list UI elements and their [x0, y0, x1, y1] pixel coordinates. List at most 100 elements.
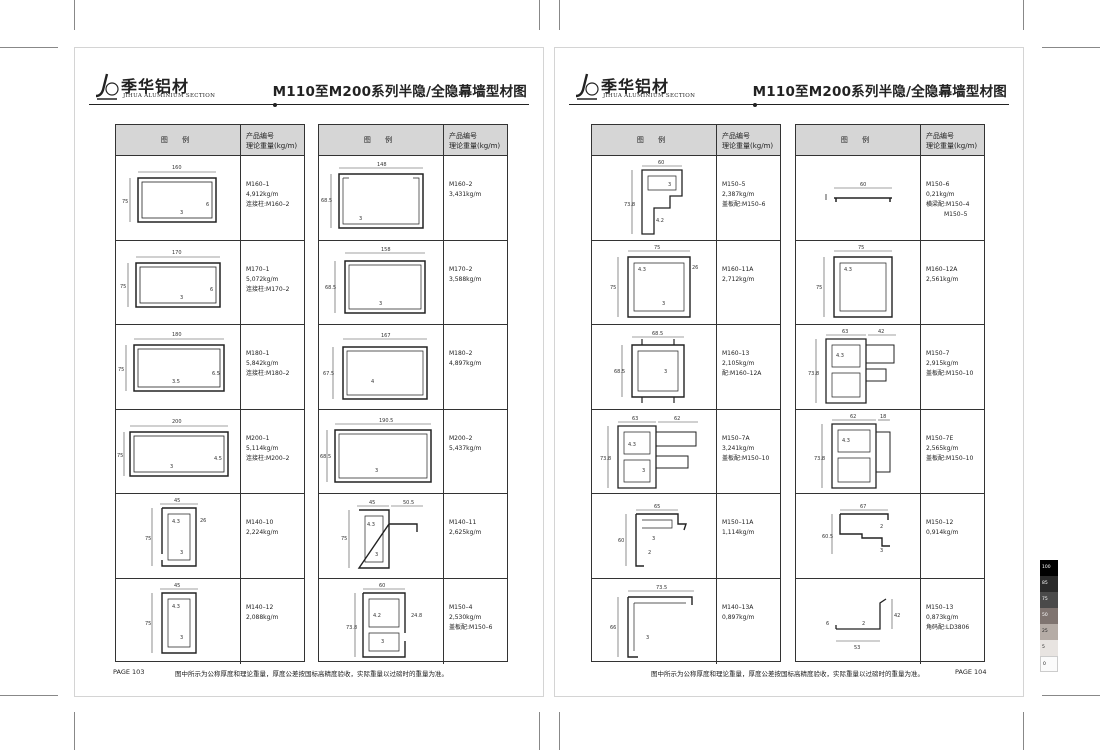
svg-text:60: 60 [860, 182, 866, 188]
product-weight: 3,241kg/m [722, 444, 755, 452]
product-weight: 5,842kg/m [246, 360, 279, 368]
svg-text:75: 75 [654, 245, 660, 251]
product-info: M150–6 0,21kg/m 横梁配:M150–4 M150–5 [926, 180, 984, 220]
product-info: M150–7A 3,241kg/m 盖板配:M150–10 [722, 434, 780, 464]
product-info: M150–5 2,387kg/m 盖板配:M150–6 [722, 180, 780, 210]
product-code: M150–4 [449, 603, 473, 611]
footer-note: 图中所示为公称厚度和理论重量，厚度公差按国标高精度验收，实际重量以过磅时的重量为… [651, 670, 924, 678]
product-weight: 0,914kg/m [926, 529, 959, 537]
product-code: M150–7A [722, 434, 750, 442]
svg-text:4.3: 4.3 [638, 267, 646, 273]
profile-table: 图 例 产品编号理论重量(kg/m) 160 75 6 3 M160–1 4,9 [115, 124, 305, 664]
table-row: 53 42 6 2 M150–13 0,873kg/m 角码配:LD3806 [796, 578, 984, 664]
product-weight: 5,072kg/m [246, 275, 279, 283]
product-note: 横梁配:M150–4 [926, 201, 970, 208]
svg-text:73.8: 73.8 [600, 456, 611, 462]
svg-text:75: 75 [816, 285, 822, 291]
svg-text:6: 6 [210, 287, 213, 293]
svg-text:2: 2 [880, 524, 883, 530]
svg-text:75: 75 [341, 536, 347, 542]
svg-text:45: 45 [174, 498, 180, 504]
product-note: 盖板配:M150–10 [926, 454, 974, 462]
product-weight: 4,912kg/m [246, 191, 279, 198]
brand-name: 季华铝材 [121, 77, 190, 96]
svg-text:65: 65 [654, 504, 660, 510]
svg-text:148: 148 [377, 162, 387, 168]
profile-table: 图 例 产品编号理论重量(kg/m) 60 M150–6 0,21kg/m 横梁… [795, 124, 985, 664]
svg-text:3: 3 [375, 552, 378, 558]
product-weight: 3,431kg/m [449, 191, 482, 198]
profile-drawing: 158 68.5 3 [319, 240, 444, 325]
profile-section-icon: 158 68.5 3 [325, 247, 426, 314]
product-weight: 2,625kg/m [449, 529, 482, 537]
page-header: 季华铝材 JIHUA ALUMINIUM SECTION M110至M200系列… [89, 73, 529, 107]
product-code: M160–2 [449, 181, 473, 188]
page-header: 季华铝材 JIHUA ALUMINIUM SECTION M110至M200系列… [569, 73, 1009, 107]
product-info: M140–12 2,088kg/m [246, 603, 304, 623]
product-note: 角码配:LD3806 [926, 623, 970, 631]
crop-mark [539, 712, 540, 750]
profile-drawing: 60 73.8 3 4.2 [592, 156, 717, 240]
product-code: M180–1 [246, 350, 270, 358]
table-row: 45 50.5 75 4.3 3 M140–11 2,625kg/m [319, 494, 507, 579]
product-code: M150–11A [722, 519, 754, 527]
product-code: M150–6 [926, 181, 950, 188]
table-row: 148 68.5 3 M160–2 3,431kg/m [319, 156, 507, 241]
svg-text:75: 75 [145, 621, 151, 627]
profile-section-icon: 190.5 68.5 3 [320, 418, 432, 483]
product-note: 连接柱:M180–2 [246, 370, 290, 378]
svg-text:75: 75 [610, 285, 616, 291]
svg-text:3: 3 [170, 464, 173, 470]
svg-text:63: 63 [632, 416, 638, 422]
svg-text:3: 3 [662, 301, 665, 307]
svg-text:73.8: 73.8 [346, 625, 357, 631]
svg-text:50.5: 50.5 [403, 500, 414, 506]
table-row: 63 42 73.8 4.3 M150–7 2,915kg/m 盖板配:M150… [796, 325, 984, 410]
svg-text:6: 6 [206, 202, 209, 208]
footer-note: 图中所示为公称厚度和理论重量，厚度公差按国标高精度验收，实际重量以过磅时的重量为… [175, 670, 448, 678]
svg-text:68.5: 68.5 [614, 369, 625, 375]
profile-drawing: 73.5 66 3 [592, 578, 717, 664]
table-row: 180 75 6.5 3.5 M180–1 5,842kg/m 连接柱:M180… [116, 325, 304, 410]
product-code: M170–2 [449, 265, 473, 273]
svg-text:63: 63 [842, 329, 848, 335]
crop-mark [559, 0, 560, 30]
svg-text:3: 3 [180, 295, 183, 301]
product-weight: 0,21kg/m [926, 191, 955, 198]
profile-section-icon: 167 67.5 4 [323, 333, 428, 400]
svg-text:3: 3 [646, 635, 649, 641]
svg-text:75: 75 [120, 284, 126, 290]
product-weight: 0,897kg/m [722, 613, 755, 621]
product-weight: 5,437kg/m [449, 444, 482, 452]
svg-text:3: 3 [652, 536, 655, 542]
product-code: M150–7 [926, 350, 950, 358]
table-row: 45 75 4.3 26 3 M140–10 2,224kg/m [116, 494, 304, 579]
header-figure: 图 例 [116, 125, 241, 155]
svg-text:190.5: 190.5 [379, 418, 393, 424]
svg-text:45: 45 [369, 500, 375, 506]
product-code: M150–5 [722, 181, 746, 188]
table-row: 60 73.8 3 4.2 M150–5 2,387kg/m 盖板配:M150–… [592, 156, 780, 241]
svg-text:160: 160 [172, 165, 182, 171]
profile-section-icon: 63 62 73.8 4.3 3 [600, 416, 698, 489]
profile-drawing: 160 75 6 3 [116, 156, 241, 240]
table-row: 160 75 6 3 M160–1 4,912kg/m 连接柱:M160–2 [116, 156, 304, 241]
svg-text:75: 75 [858, 245, 864, 251]
product-weight: 2,561kg/m [926, 275, 959, 283]
profile-section-icon: 160 75 6 3 [122, 165, 217, 223]
product-info: M160–1 4,912kg/m 连接柱:M160–2 [246, 180, 304, 210]
table-row: 67 60.5 2 3 M150–12 0,914kg/m [796, 494, 984, 579]
svg-text:4.3: 4.3 [836, 353, 844, 359]
header-dot [273, 103, 277, 107]
svg-text:3: 3 [880, 548, 883, 554]
svg-text:62: 62 [674, 416, 680, 422]
product-note: 连接柱:M170–2 [246, 285, 290, 293]
product-code: M150–7E [926, 434, 954, 442]
product-weight: 0,873kg/m [926, 613, 959, 621]
product-weight: 2,530kg/m [449, 613, 482, 621]
product-info: M200–2 5,437kg/m [449, 434, 507, 454]
brand-name-en: JIHUA ALUMINIUM SECTION [603, 93, 696, 99]
profile-drawing: 68.5 68.5 3 [592, 325, 717, 409]
product-info: M150–4 2,530kg/m 盖板配:M150–6 [449, 603, 507, 633]
product-info: M150–7 2,915kg/m 盖板配:M150–10 [926, 349, 984, 379]
